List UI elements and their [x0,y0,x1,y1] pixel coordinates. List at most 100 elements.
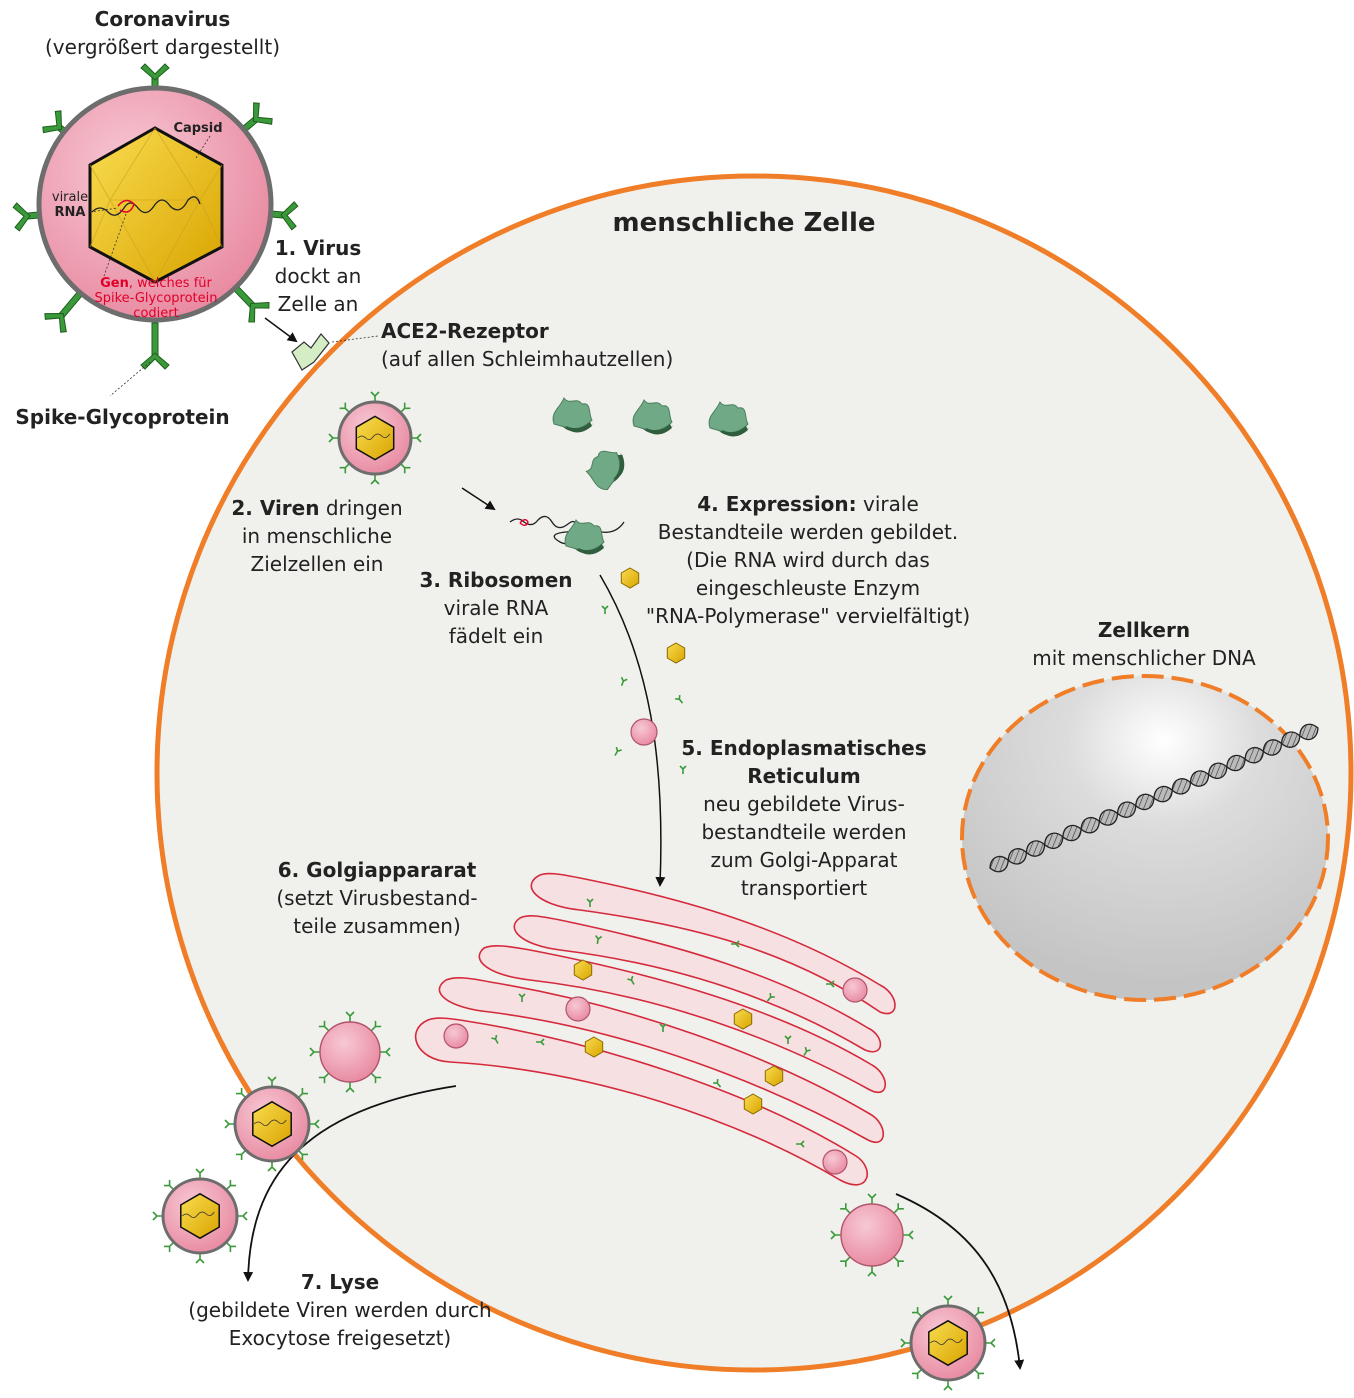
step4-rest: virale [856,492,919,516]
spike-fragment-icon [536,1038,545,1046]
step4-line5: "RNA-Polymerase" vervielfältigt) [645,604,971,628]
rna-line2: RNA [54,205,86,220]
step3-line3: fädelt ein [448,624,544,648]
gene-bold: Gen [100,276,129,291]
rna-line1: virale [51,190,89,205]
virus-subtitle: (vergrößert dargestellt) [45,35,280,59]
virus-components [443,567,868,1175]
nucleus-sub: mit menschlicher DNA [1032,646,1256,670]
gene-line2: Spike-Glycoprotein [94,291,218,306]
spike-fragment-icon [679,765,687,774]
spike-fragment-icon [784,1035,792,1044]
step6-bold: 6. Golgiappararat [277,858,477,882]
step6-label: 6. Golgiappararat (setzt Virusbestand- t… [266,856,488,940]
step4-line2: Bestandteile werden gebildet. [657,520,959,544]
step5-line4: bestandteile werden [701,820,907,844]
step2-label: 2. Viren dringen in menschliche Zielzell… [216,494,418,578]
virus-envelope-icon [830,1193,914,1277]
gene-label: Gen, welches für Spike-Glycoprotein codi… [72,276,240,321]
step3-line2: virale RNA [443,596,549,620]
spike-fragment-icon [766,992,775,1002]
capsid-particle-icon [743,1093,763,1115]
spike-fragment-icon [675,694,684,704]
spike-fragment-icon [826,980,835,988]
step2-rest: dringen [319,496,403,520]
step2-line3: Zielzellen ein [250,552,384,576]
arrow-enter [461,487,496,511]
golgi-cisterna [478,945,886,1093]
step5-bold1: 5. Endoplasmatisches [681,736,927,760]
capsid-particle-icon [620,567,640,589]
ace2-receptor [291,333,330,371]
step5-bold2: Reticulum [747,764,861,788]
step4-bold: 4. Expression: [697,492,857,516]
step4-line4: eingeschleuste Enzym [695,576,921,600]
step4-label: 4. Expression: virale Bestandteile werde… [630,490,986,630]
capsid-text: Capsid [173,121,223,136]
step4-line3: (Die RNA wird durch das [686,548,930,572]
virus-particle-icon [224,1076,320,1172]
rna-label: virale RNA [46,190,94,220]
ribosome-icon [552,396,594,433]
golgi-apparatus [414,872,896,1186]
vesicle-particle-icon [822,1149,848,1175]
cell-title-text: menschliche Zelle [612,208,876,238]
step2-line2: in menschliche [241,524,393,548]
golgi-cisterna [414,1017,869,1186]
virus-title-label: Coronavirus (vergrößert dargestellt) [40,5,285,61]
spike-glycoprotein-icon [140,322,170,370]
step1-label: 1. Virus dockt an Zelle an [266,234,370,318]
step3-bold: 3. Ribosomen [419,568,573,592]
capsid-particle-icon [733,1008,753,1030]
receptor-label: ACE2-Rezeptor (auf allen Schleimhautzell… [381,317,711,373]
step3-label: 3. Ribosomen virale RNA fädelt ein [406,566,586,650]
coronavirus-large [12,63,299,397]
arrow-dock [264,317,298,343]
step6-line2: (setzt Virusbestand- [276,886,478,910]
ribosome-icon [585,450,625,491]
spike-fragment-icon [601,605,609,614]
step6-line3: teile zusammen) [293,914,461,938]
spike-fragment-icon [803,1046,811,1056]
spike-fragment-icon [796,1140,805,1148]
vesicle-particle-icon [443,1023,469,1049]
spike-fragment-icon [491,1034,499,1044]
spike-fragment-icon [518,993,526,1002]
capsid-particle-icon [573,959,593,981]
ribosome-icon [632,398,674,435]
spike-fragment-icon [586,898,594,907]
arrow-er-to-golgi [599,574,666,887]
step1-line3: Zelle an [277,292,359,316]
golgi-cisterna [530,872,896,1015]
step7-label: 7. Lyse (gebildete Viren werden durch Ex… [176,1268,504,1352]
spike-glycoprotein-icon [44,287,86,333]
step7-line2: (gebildete Viren werden durch [188,1298,492,1322]
human-cell [154,173,1354,1373]
receptor-title: ACE2-Rezeptor [381,319,549,343]
virus-particle-icon [152,1168,248,1264]
nucleus-title: Zellkern [1097,618,1191,642]
spike-label: Spike-Glycoprotein [5,403,240,431]
capsid-label: Capsid [168,121,228,136]
step7-line3: Exocytose freigesetzt) [228,1326,452,1350]
step5-line3: neu gebildete Virus- [703,792,905,816]
capsid-particle-icon [666,642,686,664]
dna-helix [989,723,1319,873]
step5-line6: transportiert [740,876,868,900]
virus-particle-icon [328,391,422,485]
spike-fragment-icon [595,935,603,945]
ribosome-icon [708,400,750,437]
golgi-cisterna [438,977,884,1143]
spike-fragment-icon [713,1078,722,1088]
vesicle-particle-icon [842,977,868,1003]
step2-bold: 2. Viren [231,496,320,520]
receptor-sub: (auf allen Schleimhautzellen) [381,347,674,371]
cell-title: menschliche Zelle [562,206,926,240]
step5-line5: zum Golgi-Apparat [710,848,898,872]
golgi-cisterna [513,915,882,1053]
nucleus [960,674,1330,1002]
spike-fragment-icon [731,940,740,948]
virus-particle-icon [900,1295,996,1391]
step1-bold: 1. Virus [274,236,362,260]
